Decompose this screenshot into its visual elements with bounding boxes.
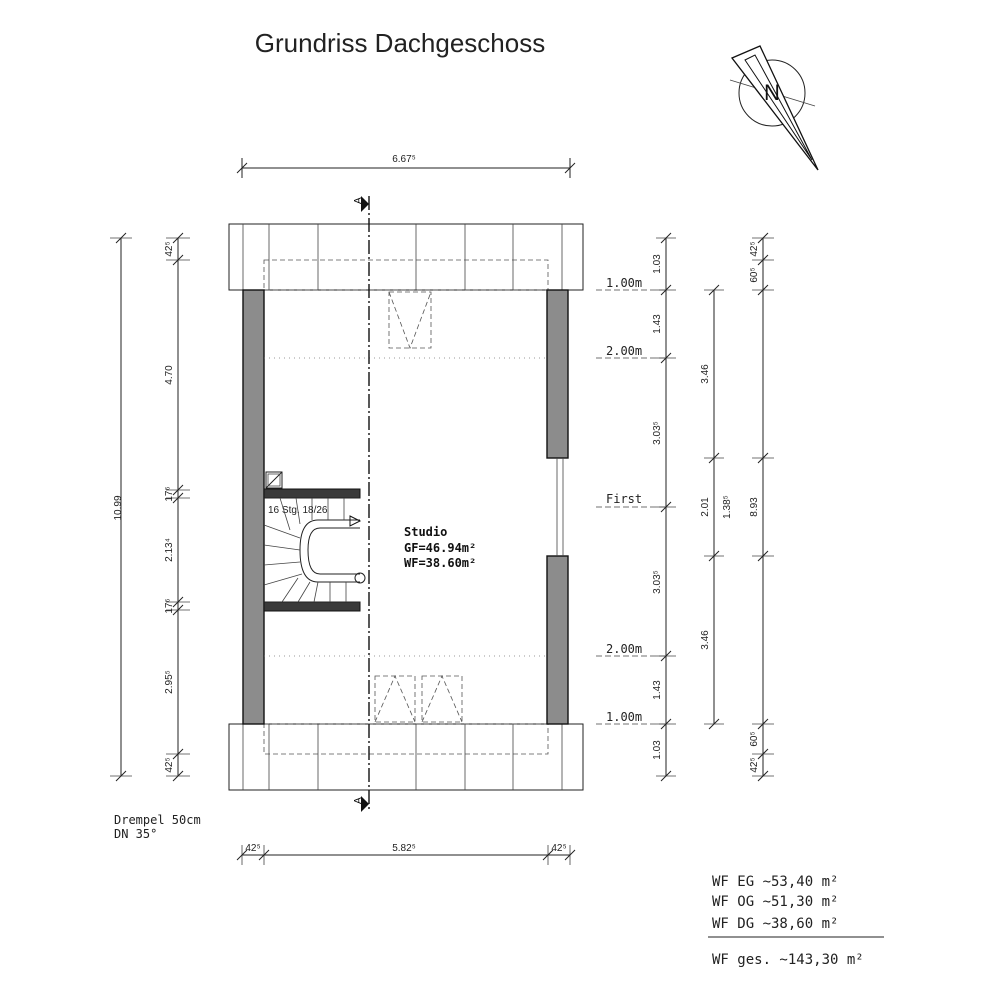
area-row-eg: WF EG ~53,40 m² bbox=[712, 874, 838, 890]
staircase: 16 Stg. 18/26 bbox=[263, 488, 366, 612]
right-wall-lower bbox=[546, 555, 569, 725]
right-mid-dim-2: 2.01 bbox=[700, 497, 711, 517]
room-gf: GF=46.94m² bbox=[404, 541, 476, 555]
room-label: Studio GF=46.94m² WF=38.60m² bbox=[404, 525, 476, 570]
right-inner-dim-2: 1.43 bbox=[652, 314, 663, 334]
height-label-top-2m: 2.00m bbox=[606, 344, 642, 358]
left-dimensions: 10.99 42⁵ 4.70 17⁶ 2.13⁴ 17⁶ 2.95⁵ 42⁵ bbox=[110, 232, 190, 782]
height-label-bottom-1m: 1.00m bbox=[606, 710, 642, 724]
north-label: N bbox=[764, 80, 780, 105]
room-wf: WF=38.60m² bbox=[404, 556, 476, 570]
right-wall-upper bbox=[546, 289, 569, 459]
right-inner-dimensions: 1.03 1.43 3.03⁵ 3.03⁵ 1.43 1.03 bbox=[652, 232, 676, 782]
right-outer-dim-1: 42⁵ bbox=[749, 241, 760, 256]
section-marker-bottom: A bbox=[353, 797, 364, 804]
bottom-dim-2: 5.82⁵ bbox=[392, 843, 416, 854]
left-overall-dimension: 10.99 bbox=[113, 495, 124, 520]
section-line-a: A A bbox=[353, 196, 370, 812]
right-mid-dim-3: 3.46 bbox=[700, 630, 711, 650]
section-marker-top: A bbox=[353, 197, 364, 204]
roof-overhang-top bbox=[228, 223, 584, 291]
roof-overhang-bottom bbox=[228, 723, 584, 791]
area-total: WF ges. ~143,30 m² bbox=[712, 952, 864, 968]
area-row-dg: WF DG ~38,60 m² bbox=[712, 916, 838, 932]
stairs-label: 16 Stg. 18/26 bbox=[268, 505, 328, 516]
top-dimension-label: 6.67⁵ bbox=[392, 154, 416, 165]
height-markers: 1.00m 2.00m First 2.00m 1.00m bbox=[596, 276, 668, 725]
right-outer-dim-4: 60⁵ bbox=[749, 731, 760, 746]
right-inner-dim-6: 1.03 bbox=[652, 740, 663, 760]
right-inner-dim-4: 3.03⁵ bbox=[652, 570, 663, 594]
area-summary: WF EG ~53,40 m² WF OG ~51,30 m² WF DG ~3… bbox=[708, 874, 884, 968]
right-outer-dimensions: 42⁵ 60⁵ 8.93 1.38⁵ 60⁵ 42⁵ bbox=[722, 232, 774, 782]
roof-window-bottom-right bbox=[421, 674, 463, 723]
right-outer-dim-2: 60⁵ bbox=[749, 267, 760, 282]
right-inner-dim-5: 1.43 bbox=[652, 680, 663, 700]
north-arrow-icon: N bbox=[729, 45, 819, 171]
note-drempel: Drempel 50cm bbox=[114, 813, 201, 827]
height-label-top-1m: 1.00m bbox=[606, 276, 642, 290]
right-outer-dim-5: 42⁵ bbox=[749, 757, 760, 772]
height-label-first: First bbox=[606, 492, 642, 506]
left-dim-3: 17⁶ bbox=[164, 486, 175, 501]
right-inner-dim-3: 3.03⁵ bbox=[652, 421, 663, 445]
right-outer-dim-3: 1.38⁵ bbox=[722, 495, 733, 519]
bottom-dimensions: 42⁵ 5.82⁵ 42⁵ bbox=[236, 843, 576, 865]
roof-window-bottom-left bbox=[374, 674, 416, 723]
right-mid-dim-1: 3.46 bbox=[700, 364, 711, 384]
right-outer-overall: 8.93 bbox=[749, 497, 760, 517]
shaft-icon bbox=[265, 471, 283, 489]
bottom-dim-3: 42⁵ bbox=[551, 843, 566, 854]
left-dim-6: 2.95⁵ bbox=[164, 670, 175, 694]
height-label-bottom-2m: 2.00m bbox=[606, 642, 642, 656]
room-name: Studio bbox=[404, 525, 447, 539]
top-dimension: 6.67⁵ bbox=[236, 154, 576, 178]
area-row-og: WF OG ~51,30 m² bbox=[712, 894, 838, 910]
left-dim-7: 42⁵ bbox=[164, 757, 175, 772]
bottom-dim-1: 42⁵ bbox=[245, 843, 260, 854]
note-roof-pitch: DN 35° bbox=[114, 827, 157, 841]
left-dim-5: 17⁶ bbox=[164, 598, 175, 613]
roof-window-top bbox=[388, 291, 432, 350]
left-wall bbox=[242, 289, 265, 725]
left-dim-2: 4.70 bbox=[164, 365, 175, 385]
left-dim-4: 2.13⁴ bbox=[164, 538, 175, 562]
plan-title: Grundriss Dachgeschoss bbox=[255, 28, 545, 58]
right-mid-dimensions: 3.46 2.01 3.46 bbox=[700, 284, 724, 730]
left-dim-1: 42⁵ bbox=[164, 241, 175, 256]
right-inner-dim-1: 1.03 bbox=[652, 254, 663, 274]
